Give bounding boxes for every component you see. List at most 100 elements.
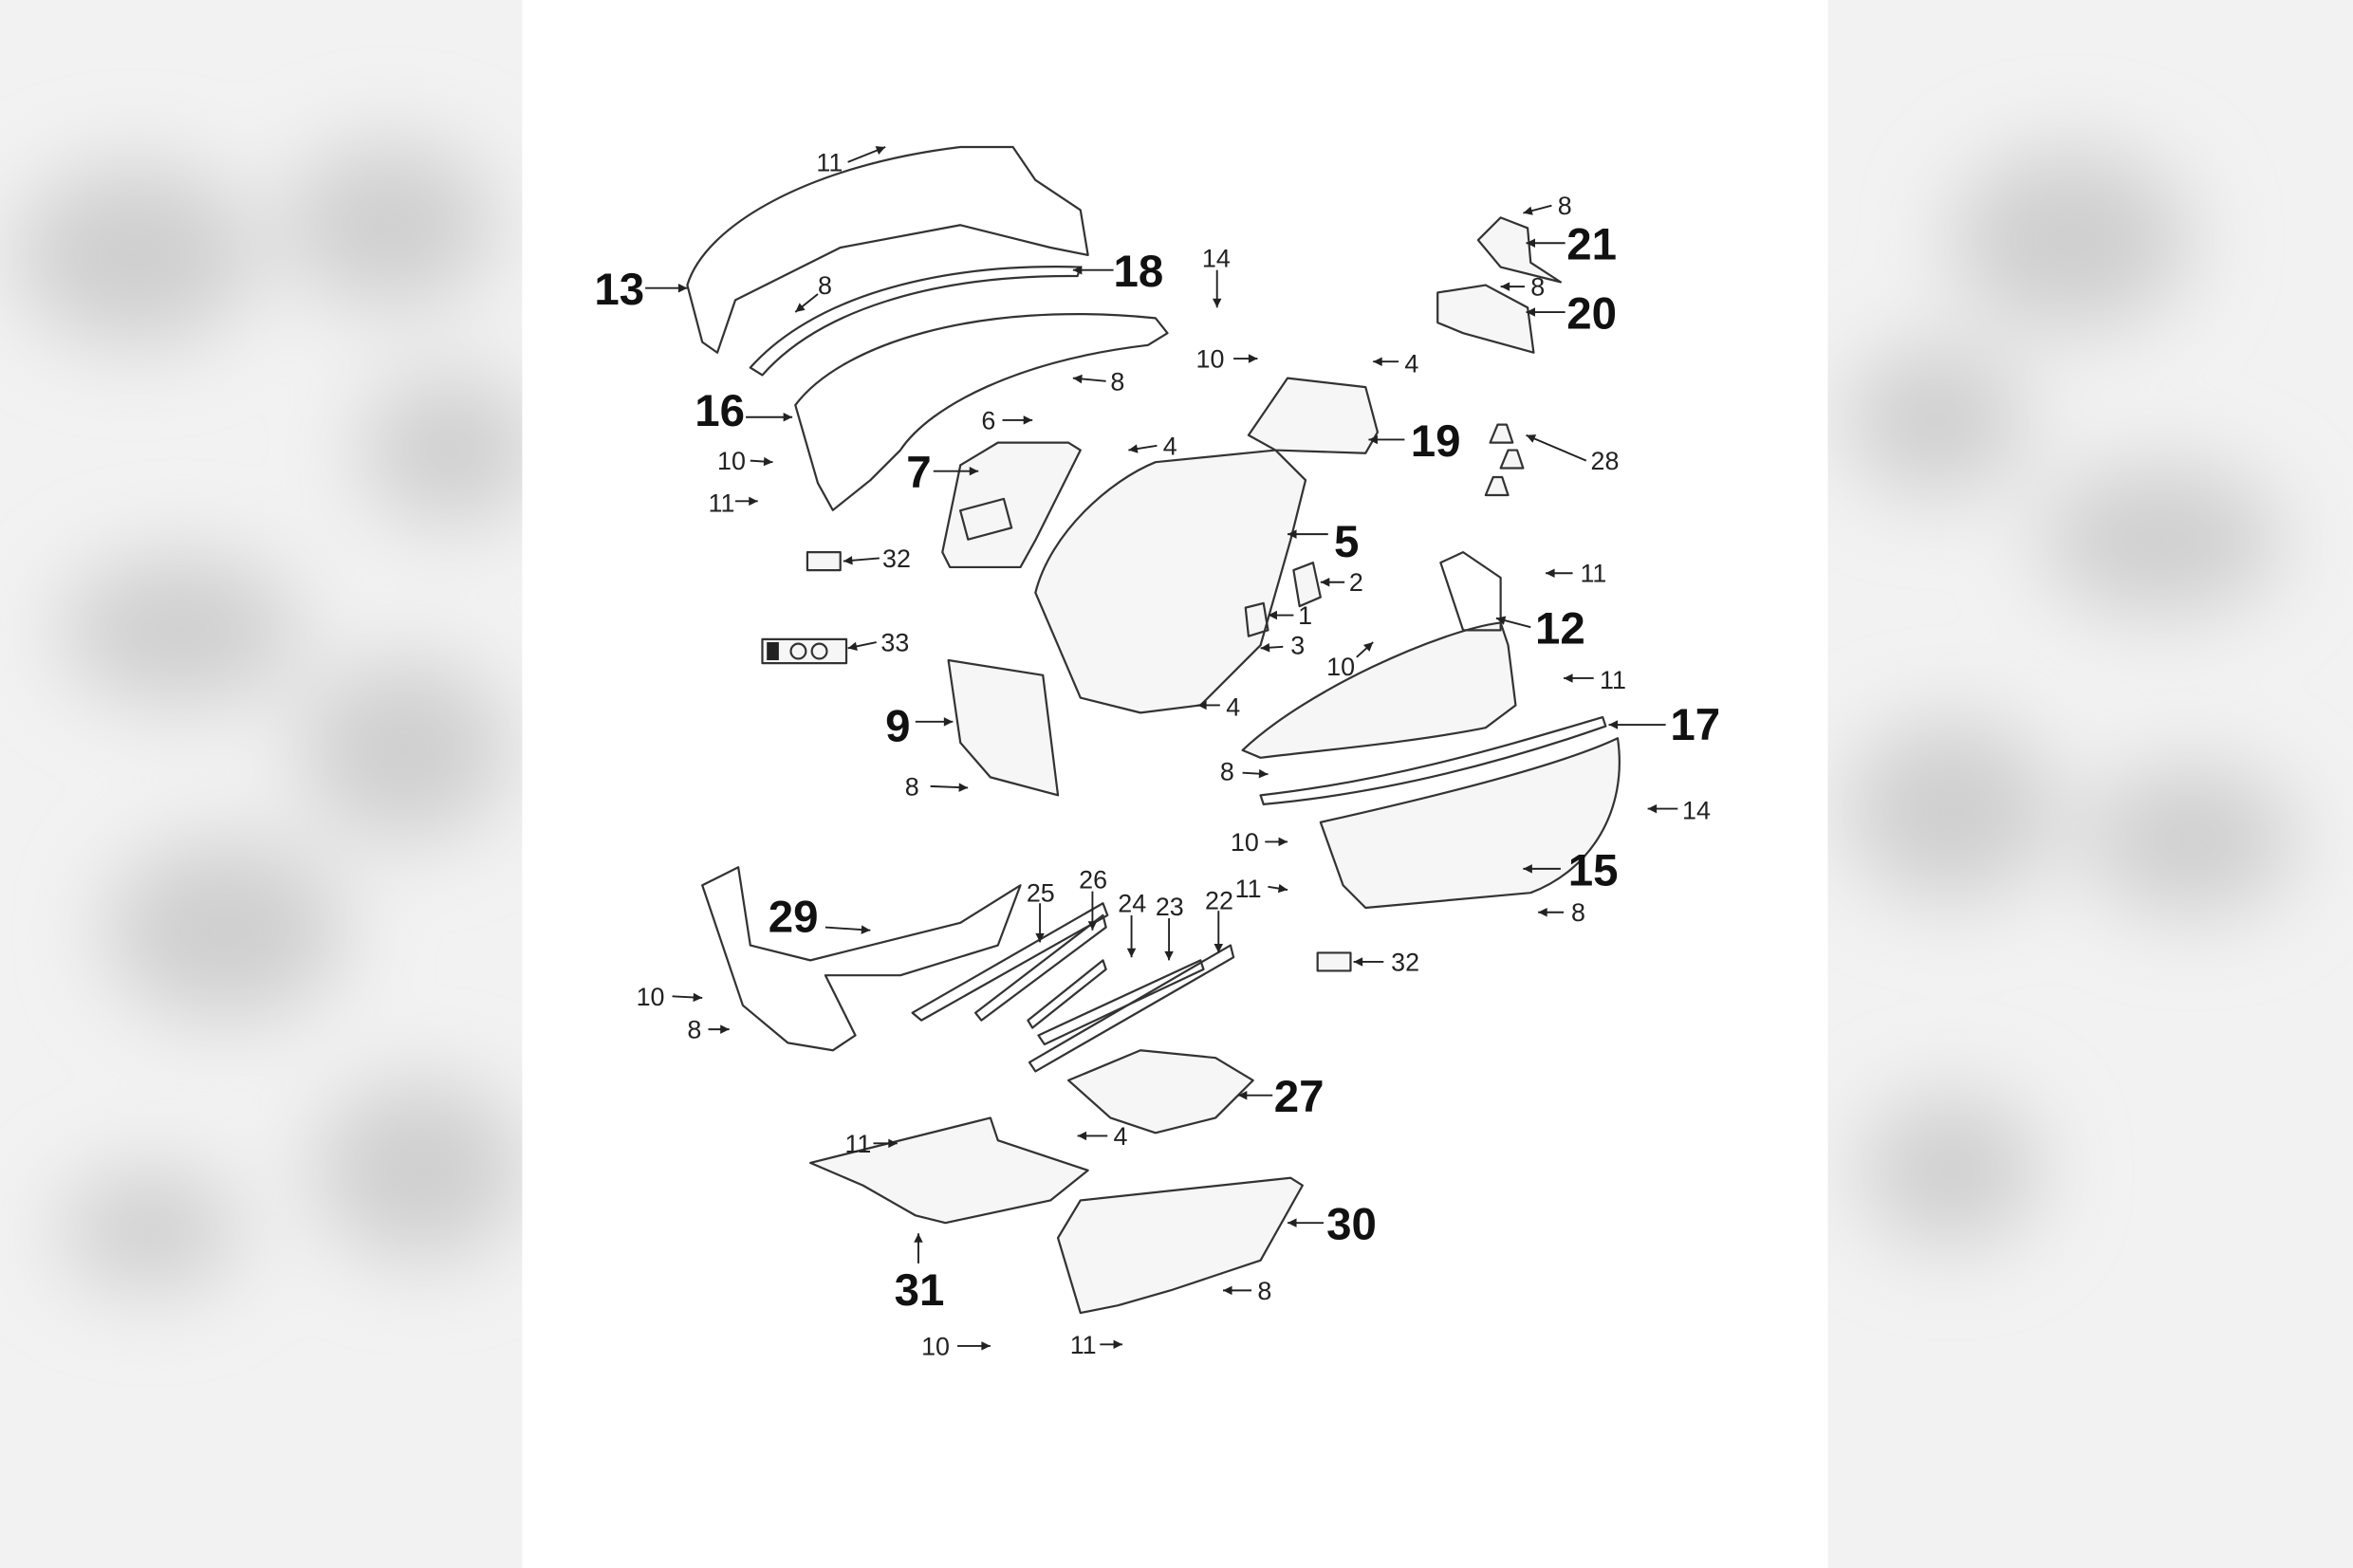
callout-number: 26 bbox=[1079, 865, 1107, 894]
callout-11: 11 bbox=[816, 146, 886, 176]
part-12-upper bbox=[1439, 551, 1502, 632]
callout-number: 18 bbox=[1114, 247, 1164, 297]
arrowhead-icon bbox=[693, 992, 703, 1003]
callout-29: 29 bbox=[769, 892, 871, 942]
callout-6: 6 bbox=[981, 406, 1033, 434]
left-blurred-margin bbox=[0, 0, 541, 1568]
callout-10: 10 bbox=[1326, 641, 1374, 681]
arrowhead-icon bbox=[1647, 803, 1658, 814]
arrowhead-icon bbox=[1023, 415, 1033, 425]
arrowhead-icon bbox=[1288, 1218, 1297, 1227]
arrowhead-icon bbox=[1237, 1090, 1248, 1100]
callout-11: 11 bbox=[844, 1130, 898, 1158]
arrowhead-icon bbox=[1538, 908, 1547, 917]
callout-8: 8 bbox=[687, 1016, 730, 1044]
arrowhead-icon bbox=[1164, 950, 1174, 961]
arrowhead-icon bbox=[1277, 883, 1288, 894]
part-13-front-shield bbox=[686, 145, 1089, 354]
arrowhead-icon bbox=[1526, 307, 1536, 317]
arrowhead-icon bbox=[969, 466, 979, 476]
callout-10: 10 bbox=[637, 983, 703, 1011]
arrowhead-icon bbox=[1223, 1285, 1232, 1296]
arrowhead-icon bbox=[783, 413, 793, 422]
part-9-inner-panel bbox=[947, 658, 1060, 797]
callout-15: 15 bbox=[1523, 845, 1619, 895]
callout-16: 16 bbox=[695, 386, 793, 436]
arrowhead-icon bbox=[720, 1024, 730, 1034]
right-blurred-margin bbox=[1827, 0, 2353, 1568]
callout-number: 11 bbox=[844, 1130, 871, 1158]
arrowhead-icon bbox=[1373, 357, 1382, 366]
callout-32: 32 bbox=[1353, 948, 1419, 976]
arrowhead-icon bbox=[875, 146, 886, 155]
callout-28: 28 bbox=[1526, 434, 1619, 475]
arrowhead-icon bbox=[1197, 700, 1207, 710]
callout-number: 8 bbox=[818, 271, 832, 300]
arrowhead-icon bbox=[943, 717, 954, 727]
arrowhead-icon bbox=[981, 1341, 991, 1351]
callout-number: 11 bbox=[1580, 560, 1606, 588]
callout-3: 3 bbox=[1260, 632, 1305, 660]
callout-7: 7 bbox=[906, 448, 979, 498]
callout-number: 10 bbox=[1196, 345, 1225, 374]
callout-number: 2 bbox=[1349, 568, 1363, 597]
part-7-slot bbox=[959, 497, 1013, 541]
callout-number: 20 bbox=[1566, 288, 1617, 339]
callout-number: 3 bbox=[1290, 632, 1305, 660]
callout-24: 24 bbox=[1118, 890, 1146, 958]
callout-number: 14 bbox=[1682, 797, 1711, 825]
callout-number: 11 bbox=[1235, 875, 1262, 903]
callout-10: 10 bbox=[1196, 345, 1258, 374]
callout-number: 8 bbox=[905, 772, 919, 801]
callout-31: 31 bbox=[895, 1233, 945, 1316]
callout-8: 8 bbox=[1223, 1277, 1271, 1305]
arrowhead-icon bbox=[1113, 1339, 1123, 1350]
callout-8: 8 bbox=[905, 772, 969, 801]
part-18-trim-strip bbox=[749, 266, 1082, 377]
arrowhead-icon bbox=[677, 283, 688, 293]
part-29-leg-shield bbox=[701, 866, 1022, 1052]
part-32-clip-lower bbox=[1316, 951, 1352, 972]
callout-8: 8 bbox=[1523, 192, 1572, 220]
arrowhead-icon bbox=[1500, 282, 1510, 291]
callout-number: 1 bbox=[1298, 601, 1312, 630]
arrowhead-icon bbox=[1368, 434, 1378, 445]
callout-1: 1 bbox=[1268, 601, 1312, 630]
callout-13: 13 bbox=[594, 265, 688, 315]
callout-number: 21 bbox=[1566, 220, 1617, 270]
callout-5: 5 bbox=[1288, 517, 1359, 567]
part-23-strip bbox=[1037, 959, 1205, 1046]
arrowhead-icon bbox=[1526, 238, 1536, 248]
callout-number: 10 bbox=[717, 447, 746, 475]
callout-number: 24 bbox=[1118, 890, 1146, 918]
parts bbox=[686, 145, 1621, 1315]
callout-20: 20 bbox=[1526, 288, 1617, 339]
callout-10: 10 bbox=[717, 447, 773, 475]
callout-8: 8 bbox=[1538, 898, 1585, 927]
callout-number: 33 bbox=[880, 629, 909, 657]
part-27-floor-bracket bbox=[1067, 1049, 1254, 1134]
callout-10: 10 bbox=[1231, 828, 1288, 857]
arrowhead-icon bbox=[1353, 957, 1363, 967]
arrowhead-icon bbox=[914, 1233, 923, 1243]
callout-number: 31 bbox=[895, 1265, 945, 1316]
arrowhead-icon bbox=[1523, 864, 1532, 874]
callout-14: 14 bbox=[1202, 245, 1231, 308]
callout-30: 30 bbox=[1288, 1200, 1377, 1250]
arrowhead-icon bbox=[1523, 206, 1533, 215]
part-17-trim-strip bbox=[1259, 716, 1607, 805]
callout-number: 23 bbox=[1156, 893, 1184, 921]
part-24-strip bbox=[1027, 959, 1107, 1029]
callout-number: 17 bbox=[1670, 700, 1720, 750]
arrowhead-icon bbox=[1087, 921, 1098, 931]
callout-11: 11 bbox=[1546, 560, 1606, 588]
arrowhead-icon bbox=[1248, 354, 1258, 363]
callout-number: 29 bbox=[769, 892, 819, 942]
arrowhead-icon bbox=[1258, 768, 1269, 779]
callout-number: 8 bbox=[1257, 1277, 1271, 1305]
callout-number: 8 bbox=[1530, 273, 1545, 302]
callout-number: 8 bbox=[1558, 192, 1572, 220]
arrowhead-icon bbox=[958, 783, 969, 792]
callout-32: 32 bbox=[843, 544, 911, 573]
arrowhead-icon bbox=[1495, 616, 1507, 625]
